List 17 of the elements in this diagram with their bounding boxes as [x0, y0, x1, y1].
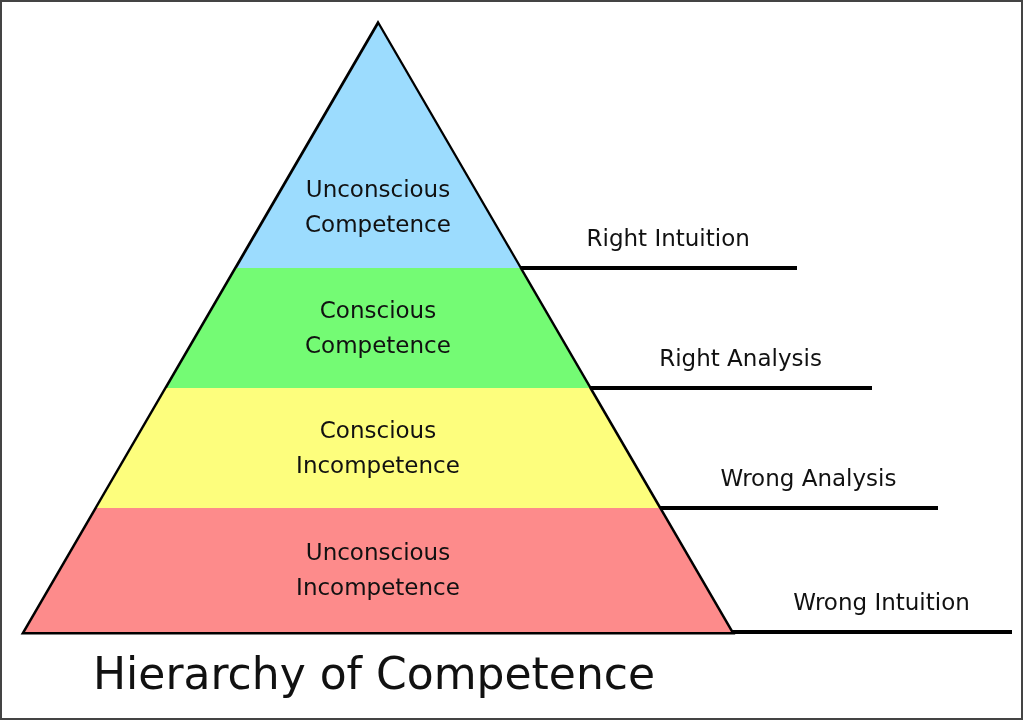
outcome-label: Wrong Analysis	[720, 465, 897, 491]
tier-label: Conscious Incompetence	[295, 416, 461, 480]
tier-label: Unconscious Competence	[304, 174, 452, 239]
pyramid-tier	[166, 268, 590, 388]
outcome-label: Right Analysis	[659, 345, 822, 371]
pyramid-tier	[25, 508, 731, 632]
pyramid-tier	[97, 388, 659, 508]
leader-line	[519, 266, 797, 270]
outcome-label: Right Intuition	[586, 225, 750, 251]
leader-line	[589, 386, 872, 390]
leader-line	[731, 630, 1012, 634]
diagram-title: Hierarchy of Competence	[93, 648, 656, 699]
outcome-label: Wrong Intuition	[793, 589, 970, 615]
tier-label: Unconscious Incompetence	[295, 538, 461, 602]
leader-line	[658, 506, 938, 510]
pyramid-tier	[236, 25, 520, 268]
tier-label: Conscious Competence	[304, 296, 452, 360]
